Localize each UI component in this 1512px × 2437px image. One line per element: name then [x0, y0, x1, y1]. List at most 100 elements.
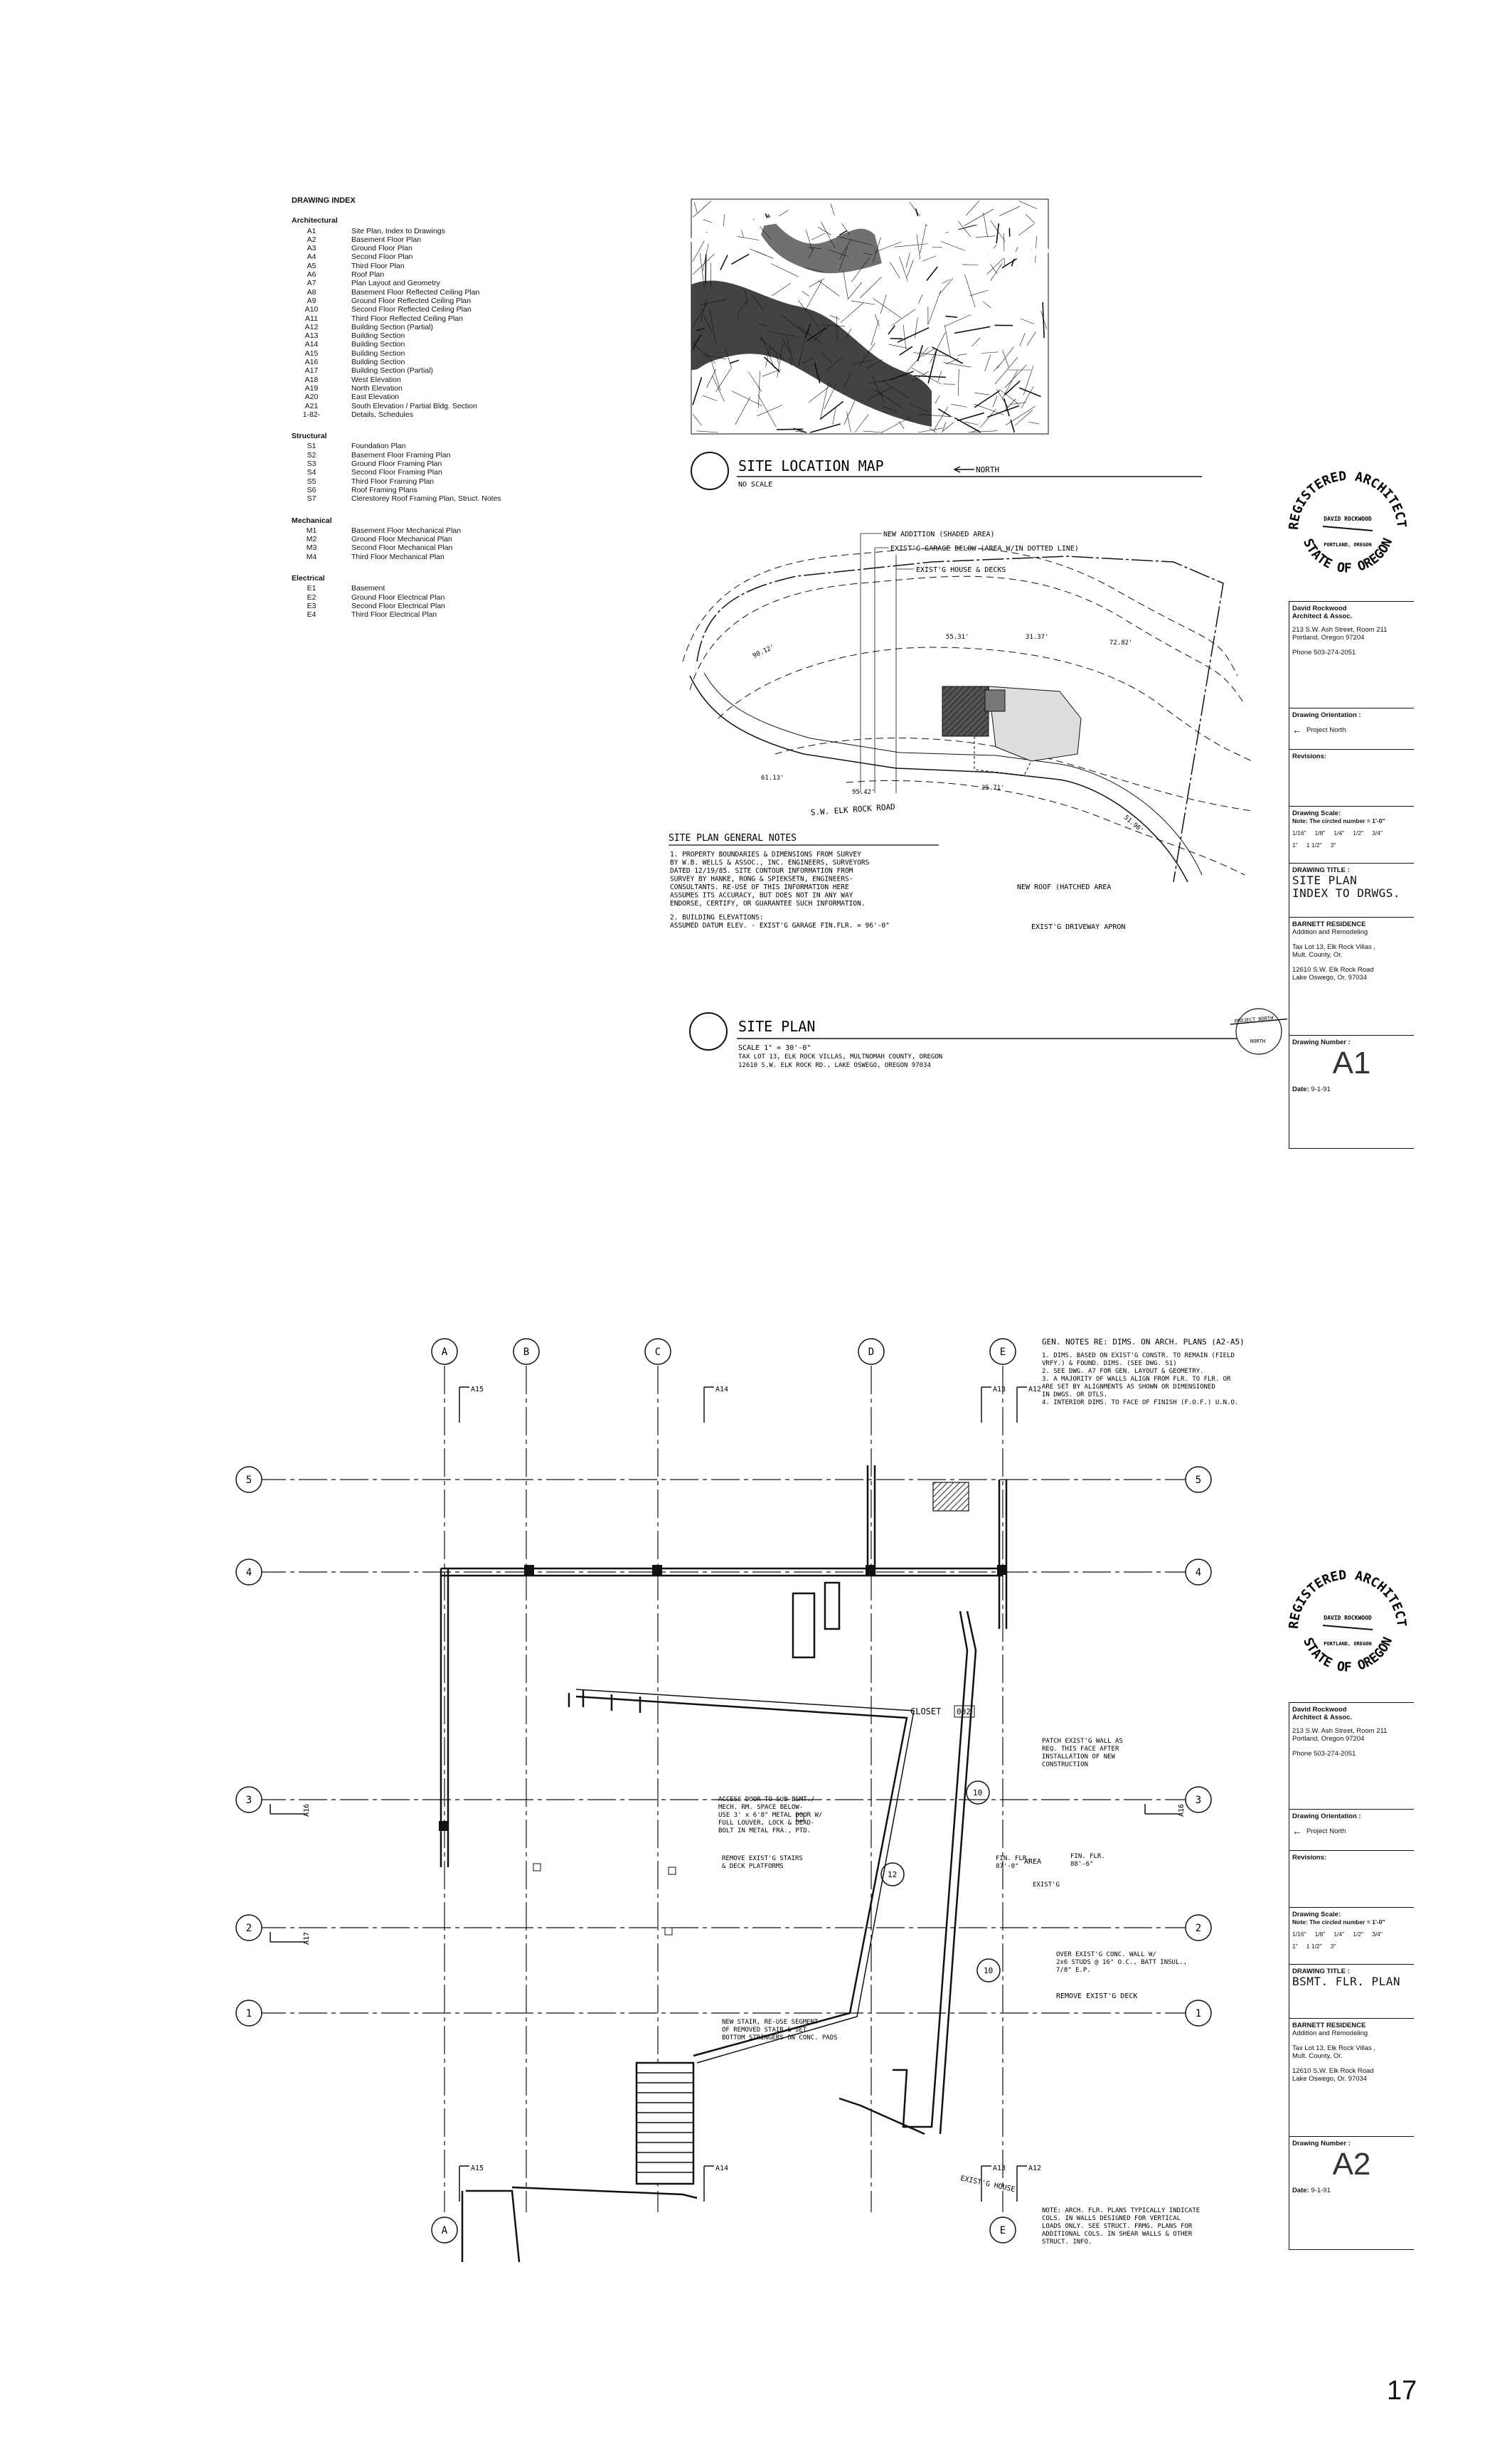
site-map-north: NORTH [976, 465, 999, 474]
drawing-index-code: A19 [304, 383, 319, 393]
gen-note-line: 4. INTERIOR DIMS. TO FACE OF FINISH (F.O… [1042, 1399, 1238, 1406]
label-patch-wall: INSTALLATION OF NEW [1042, 1753, 1116, 1761]
grid-bubble-label: 3 [246, 1795, 252, 1806]
drawing-index-code: A13 [304, 331, 319, 341]
label-patch-wall: REQ. THIS FACE AFTER [1042, 1746, 1119, 1753]
label-fin-flr: FIN. FLR. [996, 1855, 1031, 1862]
drawing-index-desc: Foundation Plan [351, 442, 406, 451]
gen-note-line: ARE SET BY ALIGNMENTS AS SHOWN OR DIMENS… [1042, 1384, 1215, 1391]
label-arch-note: STRUCT. INFO. [1042, 2239, 1092, 2246]
tb-scale-note: Note: The circled number = 1'-0" [1292, 817, 1385, 824]
site-note-line: ASSUMED DATUM ELEV. - EXIST'G GARAGE FIN… [670, 922, 890, 930]
tb-number: A1 [1332, 1046, 1371, 1081]
site-notes: 1. PROPERTY BOUNDARIES & DIMENSIONS FROM… [670, 851, 890, 930]
section-mark-label: A12 [1028, 2165, 1041, 2172]
grid-bubble-label: B [523, 1347, 529, 1358]
label-closet: CLOSET [910, 1706, 941, 1716]
label-access-door: BOLT IN METAL FRA., PTD. [718, 1827, 811, 1835]
tb-title-line2: INDEX TO DRWGS. [1292, 886, 1400, 900]
drawing-index-desc: Clerestorey Roof Framing Plan, Struct. N… [351, 494, 501, 504]
site-location-map [690, 198, 1050, 435]
dim-label: 25.71' [981, 785, 1005, 792]
label-closet-no: 002 [957, 1707, 971, 1716]
drawing-index-code: A8 [307, 287, 316, 297]
drawing-index-code: S4 [307, 468, 316, 477]
drawing-index-code: E2 [307, 593, 316, 602]
label-patch-wall: CONSTRUCTION [1042, 1761, 1088, 1768]
grid-bubble-label: 1 [1196, 2008, 1201, 2019]
label-exist-house: EXIST'G HOUSE & DECKS [916, 566, 1006, 574]
drawing-index-code: S3 [307, 460, 316, 469]
tb-scale-note: Note: The circled number = 1'-0" [1292, 1918, 1385, 1926]
tag-10b: 10 [984, 1966, 993, 1975]
drawing-index-desc: Basement Floor Mechanical Plan [351, 526, 462, 535]
label-over-wall: OVER EXIST'G CONC. WALL W/ [1056, 1951, 1156, 1958]
drawing-index-desc: Building Section (Partial) [351, 322, 433, 331]
floor-plan-walls [440, 1465, 1008, 2262]
drawing-index-code: E3 [307, 601, 316, 610]
section-mark-label: A16 [303, 1804, 311, 1817]
dim-label: 61.13' [761, 775, 784, 782]
label-access-door: ACCESS DOOR TO SUB-BSMT./ [718, 1796, 814, 1803]
dim-label: 72.82' [1109, 639, 1133, 647]
gen-notes-title: GEN. NOTES RE: DIMS. ON ARCH. PLANS (A2-… [1042, 1337, 1245, 1347]
drawing-index-desc: Building Section [351, 340, 405, 349]
north-arrow-project: PROJECT NORTH [1234, 1015, 1273, 1024]
tb-lot2: Mult. County, Or. [1292, 951, 1343, 959]
gen-note-line: IN DWGS. OR DTLS. [1042, 1391, 1107, 1398]
drawing-index-desc: South Elevation / Partial Bldg. Section [351, 401, 477, 410]
section-mark-label: A15 [471, 1386, 484, 1393]
sheet-a1-drawing: SITE LOCATION MAP NO SCALE NORTH NE [669, 198, 1287, 1069]
tag-10a: 10 [973, 1788, 982, 1798]
new-stair-outline [635, 2061, 695, 2185]
tb-title-line1: BSMT. FLR. PLAN [1292, 1975, 1400, 1988]
site-map-title-bubble [691, 452, 729, 490]
grid-bubble-label: 1 [246, 2008, 252, 2019]
drawing-index-desc: Second Floor Plan [351, 253, 413, 262]
tb-phone: Phone 503-274-2051 [1292, 649, 1356, 657]
drawing-index-code: A11 [305, 314, 318, 323]
site-plan-title-bubble [689, 1012, 728, 1051]
tb-addr1: 12610 S.W. Elk Rock Road [1292, 966, 1374, 974]
tb-scale-option: 1/2" [1353, 1931, 1364, 1938]
drawing-index-row: A9 Ground Floor Reflected Ceiling Plan [292, 297, 576, 305]
title-block-a1: David Rockwood Architect & Assoc. 213 S.… [1289, 601, 1414, 1149]
tb-scale-option: 3/4" [1372, 1931, 1383, 1938]
tb-revisions-label: Revisions: [1292, 1854, 1327, 1862]
tb-lot2: Mult. County, Or. [1292, 2052, 1343, 2060]
drawing-index-code: A4 [307, 253, 316, 262]
gen-note-line: 2. SEE DWG. A7 FOR GEN. LAYOUT & GEOMETR… [1042, 1368, 1204, 1375]
floor-plan-notes: 1. DIMS. BASED ON EXIST'G CONSTR. TO REM… [718, 1337, 1245, 2246]
drawing-index-desc: Second Floor Reflected Ceiling Plan [351, 305, 472, 314]
drawing-index-desc: Second Floor Mechanical Plan [351, 543, 453, 553]
tb-orientation-label: Drawing Orientation : [1292, 1812, 1361, 1820]
drawing-index-desc: Ground Floor Reflected Ceiling Plan [351, 296, 472, 305]
page-number: 17 [1387, 2376, 1417, 2406]
drawing-index-desc: Building Section (Partial) [351, 366, 433, 376]
dim-label: 51.96' [1122, 814, 1144, 835]
drawing-index-code: A9 [307, 296, 316, 305]
seal-name: DAVID ROCKWOOD [1324, 1615, 1372, 1621]
section-mark-label: A17 [303, 1932, 311, 1945]
drawing-index-desc: Basement Floor Framing Plan [351, 450, 451, 460]
site-note-line: 2. BUILDING ELEVATIONS: [670, 914, 764, 922]
site-plan-scale-line: 12610 S.W. ELK ROCK RD., LAKE OSWEGO, OR… [738, 1062, 931, 1069]
drawing-index-desc: Building Section [351, 331, 405, 341]
tb-addr2: Lake Oswego, Or. 97034 [1292, 2075, 1368, 2083]
